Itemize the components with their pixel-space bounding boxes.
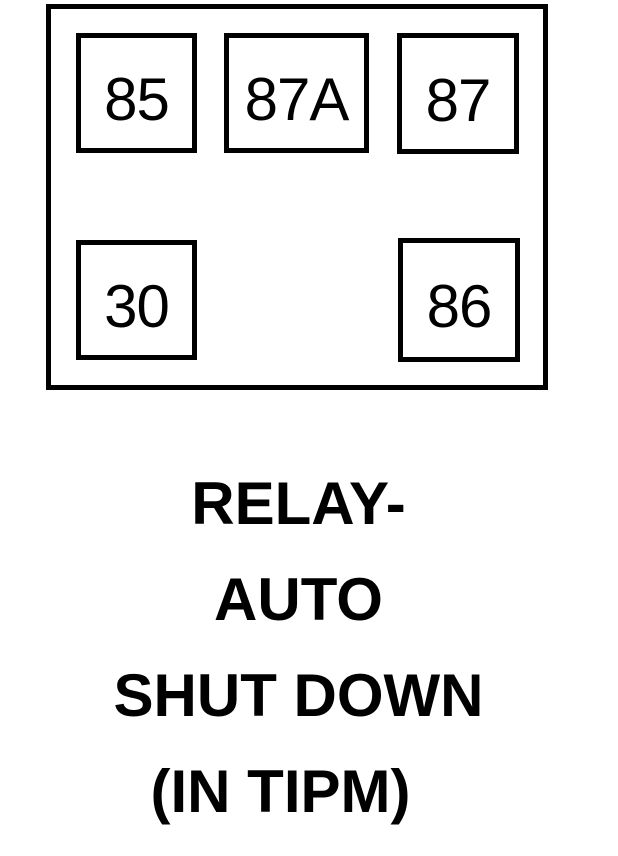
pin-box-30: 30 xyxy=(76,240,197,360)
pin-label-87a: 87A xyxy=(244,66,350,133)
pin-label-85: 85 xyxy=(104,66,170,133)
pin-box-85: 85 xyxy=(76,33,197,153)
pin-box-86: 86 xyxy=(398,238,520,362)
pin-box-87a: 87A xyxy=(224,33,369,153)
pin-label-30: 30 xyxy=(104,273,170,340)
pin-label-86: 86 xyxy=(426,273,493,340)
caption-line-2: AUTO xyxy=(214,566,383,633)
relay-caption: RELAY- AUTO SHUT DOWN (IN TIPM) xyxy=(0,456,597,840)
caption-line-1: RELAY- xyxy=(191,470,406,537)
caption-line-4: (IN TIPM) xyxy=(150,758,411,825)
pin-label-87: 87 xyxy=(425,66,492,134)
caption-line-3: SHUT DOWN xyxy=(113,662,484,729)
pin-box-87: 87 xyxy=(397,33,519,154)
relay-connector-outline: 85 87A 87 30 86 xyxy=(46,4,548,390)
